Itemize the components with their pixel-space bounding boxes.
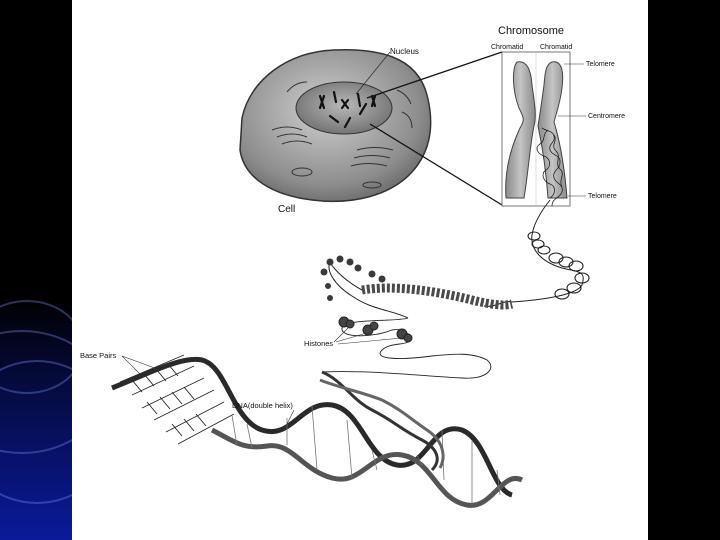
slide-canvas: Nucleus Cell Chromosome Chromatid Chroma…: [72, 0, 648, 540]
chromosome-shape: [505, 61, 568, 207]
helix-strand-a: [111, 356, 514, 498]
nucleus-label: Nucleus: [390, 47, 419, 56]
chromosome-dna-diagram: Nucleus Cell Chromosome Chromatid Chroma…: [80, 25, 625, 508]
solenoid-body: [361, 283, 514, 310]
chromatid-left-label: Chromatid: [491, 44, 523, 51]
nucleus-leader: [355, 51, 391, 95]
left-background-gradient: [0, 0, 72, 540]
right-background: [648, 0, 720, 540]
nucleus-chromosomes: [318, 90, 377, 129]
cell-label: Cell: [278, 204, 295, 215]
telomere-bottom-label: Telomere: [588, 193, 617, 200]
base-pair-ladder: [119, 354, 235, 445]
nucleosome-loop: [328, 260, 409, 319]
helix-rungs: [231, 405, 501, 505]
histones-leader-3: [337, 337, 403, 345]
helix-strand-b: [210, 427, 524, 508]
coil-loops-upper: [527, 231, 590, 300]
chromatin-fiber: [320, 199, 590, 379]
dna-double-helix: [111, 354, 524, 508]
fiber-strand: [511, 199, 584, 303]
chromatid-right-label: Chromatid: [540, 44, 572, 51]
chromosome-panel: [501, 51, 571, 207]
dna-label: DNA(double helix): [232, 401, 293, 410]
base-pairs-leader-2: [121, 355, 161, 371]
zoom-line-bottom: [369, 123, 503, 206]
centromere-label: Centromere: [588, 113, 625, 120]
histone-clusters: [338, 316, 413, 343]
chromosome-title: Chromosome: [498, 25, 564, 37]
organelles: [271, 81, 413, 189]
upper-helix-b: [319, 378, 445, 469]
base-pairs-label: Base Pairs: [80, 351, 117, 360]
beads-on-string: [321, 317, 492, 379]
dna-leader: [283, 409, 295, 431]
decorative-swoosh: [0, 300, 72, 394]
cell-illustration: [239, 48, 432, 203]
chromatin-coils: [536, 127, 563, 207]
telomere-top-label: Telomere: [586, 61, 615, 68]
histones-leader-1: [333, 327, 349, 343]
zoom-line-top: [366, 51, 503, 99]
chromatid-left: [505, 61, 536, 199]
nucleosome-beads: [320, 255, 386, 301]
histones-label: Histones: [304, 339, 333, 348]
histones-leader-2: [335, 331, 371, 343]
base-pairs-leader-1: [121, 355, 143, 377]
nucleus-body: [295, 81, 393, 135]
